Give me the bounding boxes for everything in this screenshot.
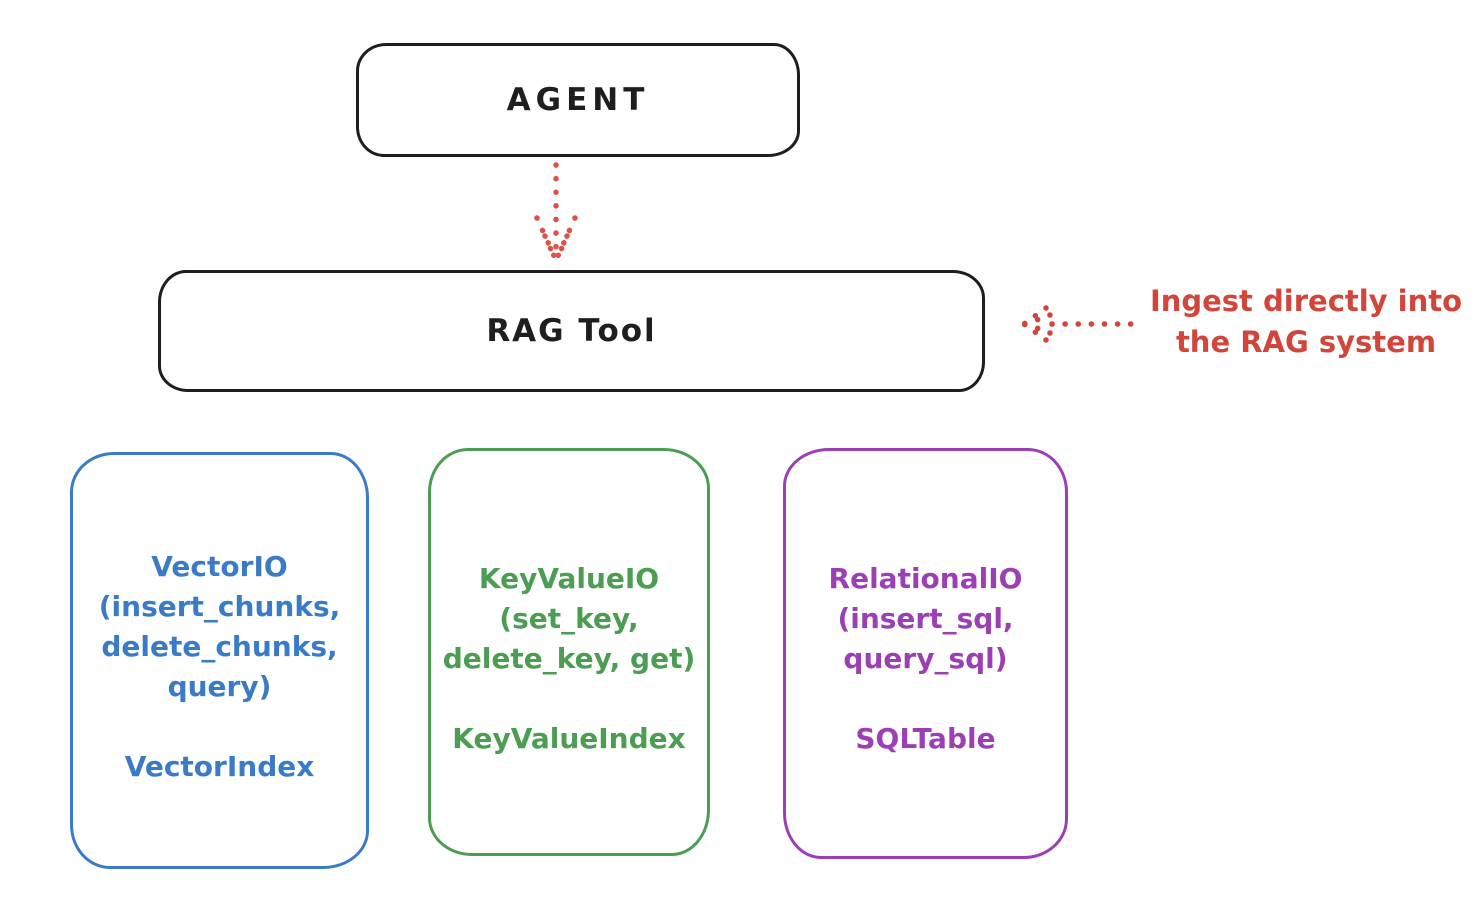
vector-io-card: VectorIO (insert_chunks, delete_chunks, …: [70, 452, 369, 869]
agent-node: AGENT: [356, 43, 800, 157]
relational-io-methods-line-1: (insert_sql,: [837, 602, 1014, 635]
agent-to-rag-arrow: [534, 162, 578, 262]
relational-io-card: RelationalIO (insert_sql, query_sql) SQL…: [783, 448, 1068, 859]
keyvalue-io-title: KeyValueIO: [478, 562, 660, 595]
rag-tool-node: RAG Tool: [158, 270, 985, 392]
vector-io-methods-line-3: query): [167, 670, 272, 703]
annotation-line-2: the RAG system: [1175, 325, 1437, 359]
vector-index-label: VectorIndex: [124, 750, 315, 783]
annotation-to-rag-arrow: [1021, 305, 1135, 343]
relational-io-title: RelationalIO: [828, 562, 1023, 595]
vector-io-title: VectorIO: [151, 550, 288, 583]
annotation-line-1: Ingest directly into: [1149, 284, 1463, 318]
keyvalue-io-methods-line-1: (set_key,: [499, 602, 639, 635]
sql-table-label: SQLTable: [855, 722, 996, 755]
keyvalue-io-card: KeyValueIO (set_key, delete_key, get) Ke…: [428, 448, 710, 856]
vector-io-methods-line-1: (insert_chunks,: [98, 590, 341, 623]
vector-io-methods-line-2: delete_chunks,: [101, 630, 338, 663]
annotation-text: Ingest directly into the RAG system: [1138, 281, 1474, 363]
keyvalue-index-label: KeyValueIndex: [452, 722, 686, 755]
relational-io-methods-line-2: query_sql): [843, 642, 1008, 675]
keyvalue-io-methods-line-2: delete_key, get): [442, 642, 696, 675]
rag-tool-node-label: RAG Tool: [486, 313, 657, 349]
agent-node-label: AGENT: [506, 82, 650, 118]
